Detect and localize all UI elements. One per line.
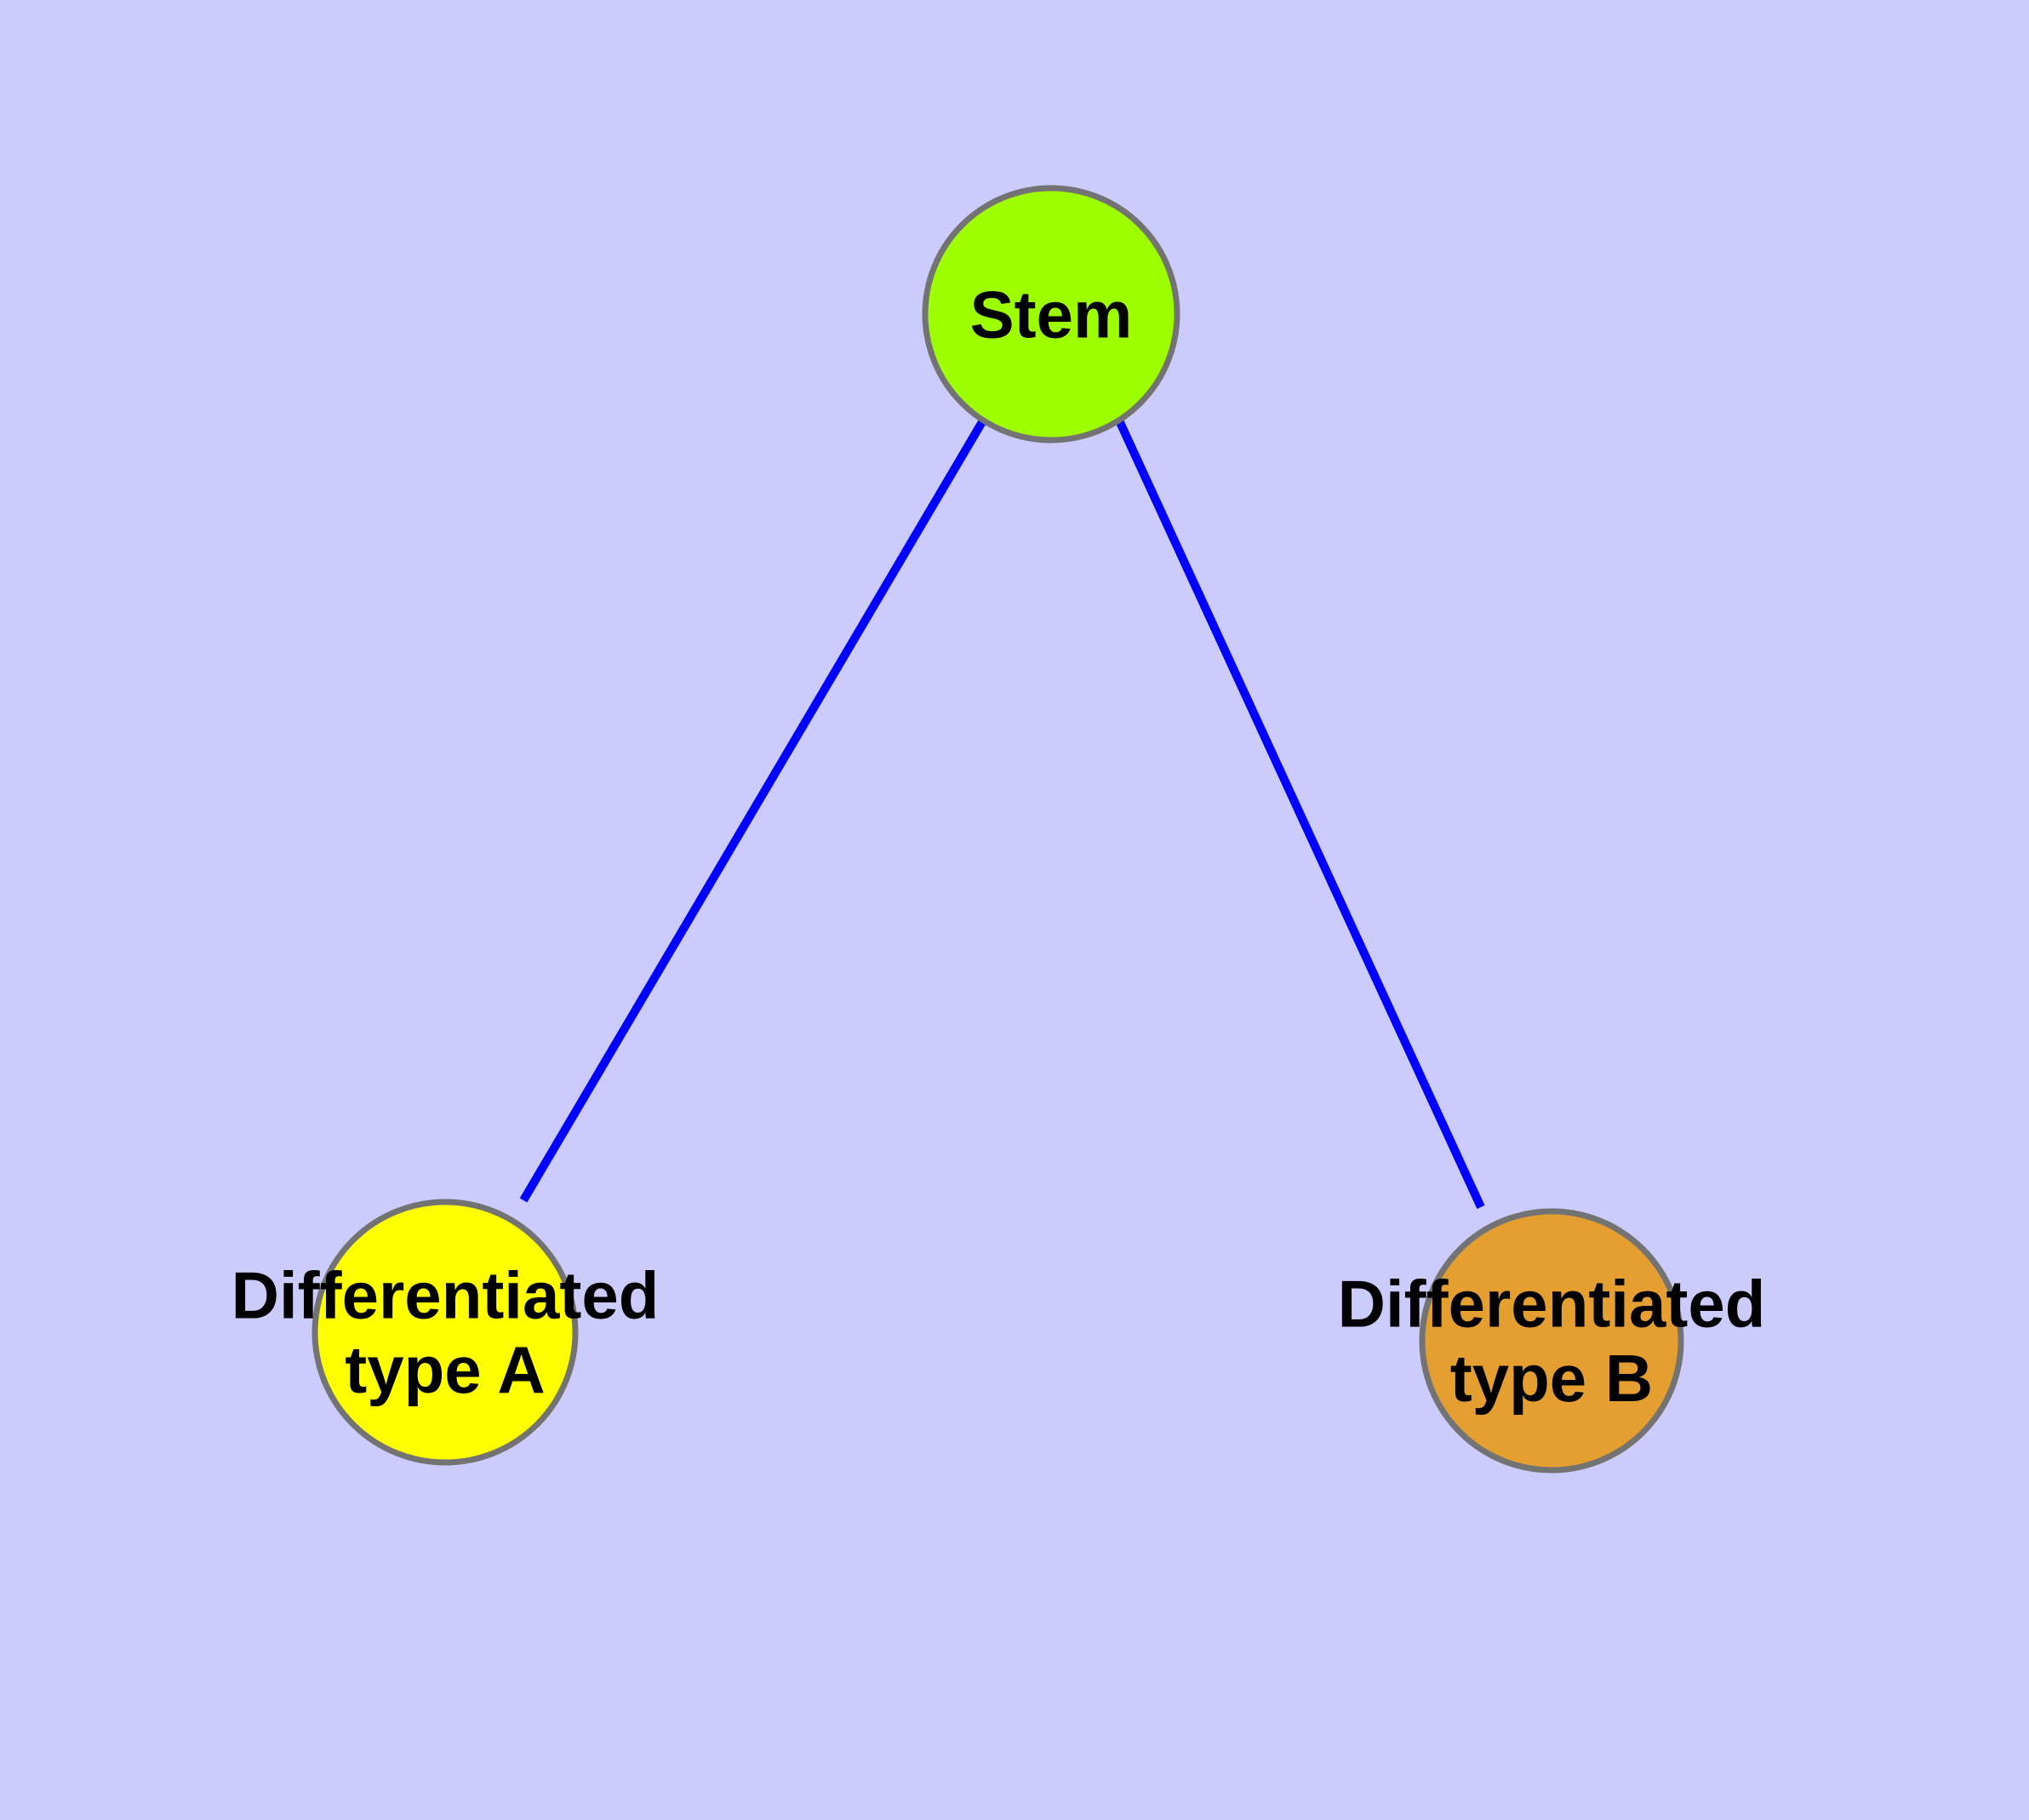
node-differentiated-type-b[interactable] [1419,1208,1684,1474]
nodes-group [311,185,1684,1474]
node-label-line: Differentiated [231,1257,660,1332]
node-label-stem: Stem [970,277,1133,352]
node-label-line: type B [1450,1341,1653,1416]
node-differentiated-type-a[interactable] [311,1199,579,1466]
node-stem[interactable] [922,185,1180,444]
node-label-line: type A [345,1332,546,1407]
edges-group [519,418,1485,1210]
node-label-line: Differentiated [1338,1266,1766,1341]
edge-stem-to-differentiated-type-b[interactable] [1115,418,1485,1210]
edge-stem-to-differentiated-type-a[interactable] [519,418,987,1203]
node-label-line: Stem [970,277,1133,352]
